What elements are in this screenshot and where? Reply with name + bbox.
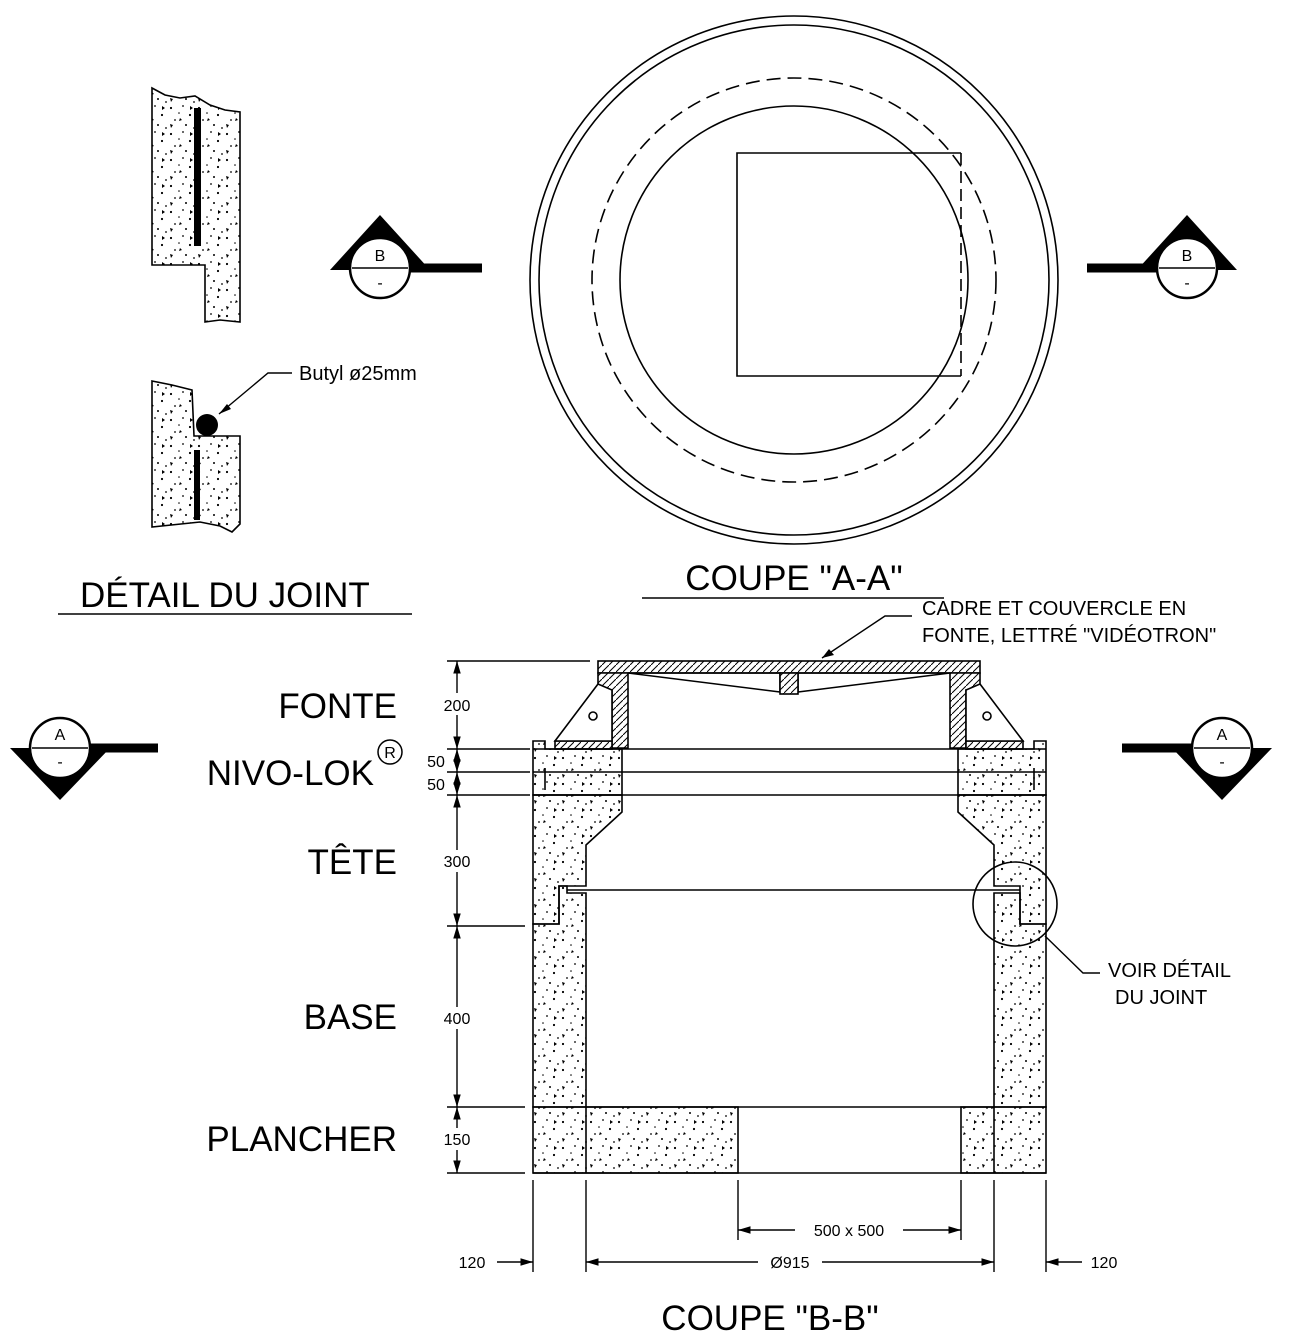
butyl-label: Butyl ø25mm — [299, 363, 417, 385]
section-marker-b-left-letter: B — [375, 248, 386, 265]
section-marker-a-right-ref: - — [1219, 754, 1224, 771]
label-plancher: PLANCHER — [206, 1120, 397, 1159]
section-marker-b-left-ref: - — [377, 275, 382, 292]
section-marker-a-left-ref: - — [57, 754, 62, 771]
section-marker-b-right-ref: - — [1184, 275, 1189, 292]
dim-plancher: 150 — [444, 1132, 471, 1149]
section-title: COUPE "B-B" — [661, 1299, 878, 1338]
section-marker-a-right-letter: A — [1217, 727, 1228, 744]
detail-ref-line1: VOIR DÉTAIL — [1108, 959, 1231, 982]
joint-detail-upper — [151, 86, 241, 323]
joint-detail — [151, 86, 292, 533]
cover-note-line2: FONTE, LETTRÉ "VIDÉOTRON" — [922, 624, 1216, 647]
section-marker-a-left-letter: A — [55, 727, 66, 744]
joint-detail-lower — [151, 372, 292, 533]
dim-wall-right: 120 — [1091, 1255, 1118, 1272]
dim-opening: 500 x 500 — [814, 1223, 884, 1240]
cover-note-line1: CADRE ET COUVERCLE EN — [922, 598, 1186, 620]
label-tete: TÊTE — [308, 843, 397, 882]
registered-mark-letter: R — [384, 745, 396, 762]
section-marker-a-left: A - — [10, 716, 158, 800]
dim-wall-left: 120 — [459, 1255, 486, 1272]
label-base: BASE — [304, 998, 397, 1037]
registered-mark: R — [377, 739, 403, 765]
section-marker-b-right: B - — [1087, 215, 1237, 300]
label-fonte: FONTE — [278, 687, 397, 726]
detail-title: DÉTAIL DU JOINT — [80, 576, 370, 615]
detail-ref-line2: DU JOINT — [1115, 987, 1207, 1009]
dim-nivolok-1: 50 — [427, 754, 445, 771]
section-view — [532, 660, 1100, 1174]
section-marker-b-right-letter: B — [1182, 248, 1193, 265]
dim-nivolok-2: 50 — [427, 777, 445, 794]
dim-base: 400 — [444, 1011, 471, 1028]
dim-tete: 300 — [444, 854, 471, 871]
cover-leader — [821, 615, 912, 659]
cast-iron-cover — [597, 660, 981, 674]
label-nivolok: NIVO-LOK — [207, 754, 374, 793]
plan-title: COUPE "A-A" — [685, 559, 902, 598]
dim-inner-diameter: Ø915 — [770, 1255, 809, 1272]
plan-view — [529, 15, 1059, 545]
section-marker-a-right: A - — [1122, 716, 1272, 800]
butyl-seal — [196, 414, 218, 436]
dim-fonte: 200 — [444, 698, 471, 715]
section-marker-b-left: B - — [330, 215, 482, 300]
detail-callout-circle — [972, 861, 1058, 947]
